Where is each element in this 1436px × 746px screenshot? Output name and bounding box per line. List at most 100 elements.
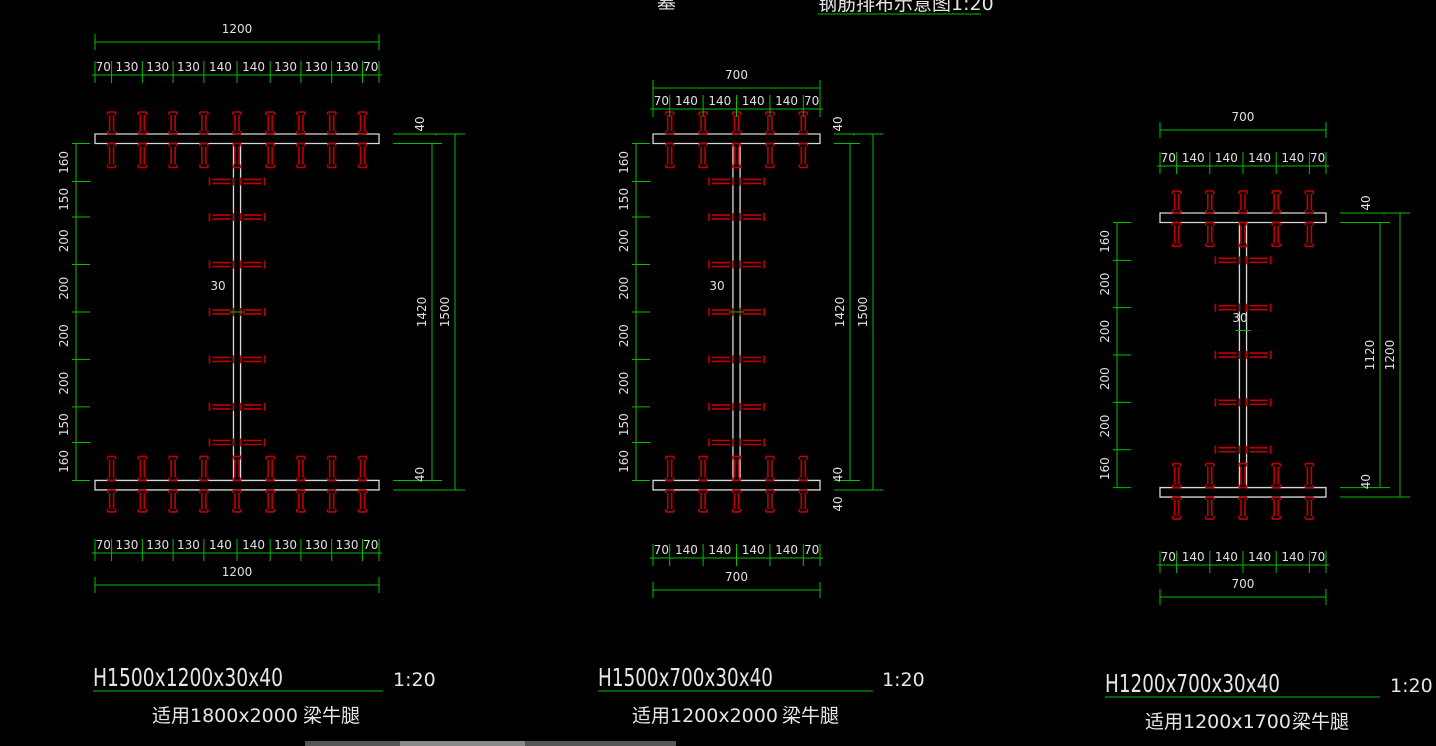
bottom-segment-label: 140 — [1215, 550, 1238, 564]
horizontal-scrollbar[interactable] — [305, 741, 676, 746]
scale-label: 1:20 — [882, 669, 925, 691]
left-segment-label: 150 — [617, 413, 631, 436]
header-fragment: 墓 钢筋排布示意图1:20 — [657, 0, 994, 15]
shear-stud — [798, 489, 809, 513]
web-shear-stud — [239, 307, 266, 316]
section-title: H1500x700x30x40 — [598, 663, 773, 692]
shear-stud — [296, 489, 306, 513]
shear-stud — [137, 455, 148, 482]
shear-stud — [106, 142, 117, 169]
top-segment-label: 140 — [742, 94, 765, 108]
left-segment-label: 200 — [617, 229, 631, 252]
shear-stud — [1238, 221, 1248, 248]
left-segment-label: 150 — [617, 188, 631, 211]
bottom-segment-label: 130 — [274, 538, 297, 552]
top-segment-label: 140 — [1248, 151, 1271, 165]
top-segment-label: 130 — [146, 60, 169, 74]
bottom-segment-label: 130 — [177, 538, 200, 552]
scale-label: 1:20 — [393, 669, 436, 691]
total-dim-label: 1200 — [1383, 340, 1397, 371]
web-shear-stud — [239, 260, 266, 269]
bottom-segment-label: 70 — [96, 538, 111, 552]
total-dim-label: 1500 — [438, 297, 452, 328]
web-shear-stud — [208, 355, 235, 364]
flange-top-dim-label: 40 — [831, 116, 845, 131]
shear-stud — [357, 489, 368, 513]
web-shear-stud — [208, 260, 235, 269]
top-segment-label: 140 — [675, 94, 698, 108]
shear-stud — [265, 142, 275, 169]
bottom-segment-label: 140 — [708, 543, 731, 557]
shear-stud — [1204, 462, 1215, 489]
top-segment-label: 130 — [116, 60, 139, 74]
shear-stud — [765, 455, 775, 482]
web-thickness-label: 30 — [210, 279, 225, 293]
left-segment-label: 200 — [57, 324, 71, 347]
left-segment-label: 200 — [1098, 273, 1112, 296]
web-shear-stud — [739, 438, 765, 447]
bottom-total-dim-label: 700 — [725, 570, 748, 584]
web-shear-stud — [208, 402, 235, 411]
left-segment-label: 200 — [1098, 320, 1112, 343]
shear-stud — [698, 455, 708, 482]
bottom-total-dim-label: 700 — [1232, 577, 1255, 591]
h-beam-outline — [1159, 212, 1327, 498]
bottom-segment-label: 140 — [675, 543, 698, 557]
left-segment-label: 160 — [57, 450, 71, 473]
left-segment-label: 160 — [617, 450, 631, 473]
top-segment-label: 140 — [708, 94, 731, 108]
bottom-segment-label: 140 — [242, 538, 265, 552]
web-shear-stud — [739, 402, 765, 411]
top-segment-label: 140 — [1215, 151, 1238, 165]
shear-stud — [357, 142, 368, 169]
left-segment-label: 200 — [1098, 367, 1112, 390]
web-shear-stud — [739, 177, 765, 186]
shear-stud — [357, 455, 368, 482]
shear-stud — [1271, 496, 1281, 520]
web-thickness-label: 30 — [1232, 311, 1247, 325]
shear-stud — [106, 455, 117, 482]
web-shear-stud — [1214, 398, 1241, 407]
shear-stud — [798, 455, 809, 482]
flange-bottom-dim-label: 40 — [413, 467, 427, 482]
shear-stud — [664, 489, 675, 513]
applicability-note: 适用1800x2000 — [152, 705, 298, 727]
bottom-segment-label: 70 — [804, 543, 819, 557]
shear-stud — [1204, 190, 1215, 214]
bottom-segment-label: 140 — [742, 543, 765, 557]
web-shear-stud — [208, 213, 235, 222]
top-segment-label: 130 — [305, 60, 328, 74]
scrollbar-thumb[interactable] — [400, 741, 525, 746]
shear-stud — [265, 455, 275, 482]
shear-stud — [731, 455, 742, 482]
shear-stud — [296, 111, 306, 135]
left-segment-label: 160 — [57, 151, 71, 174]
shear-stud — [731, 489, 742, 513]
web-shear-stud — [1214, 256, 1241, 265]
top-segment-label: 130 — [336, 60, 359, 74]
bottom-segment-label: 70 — [363, 538, 378, 552]
shear-stud — [137, 489, 148, 513]
shear-stud — [765, 489, 775, 513]
left-segment-label: 200 — [617, 324, 631, 347]
shear-stud — [137, 142, 148, 169]
shear-stud — [199, 142, 209, 169]
web-shear-stud — [1214, 351, 1241, 360]
shear-stud — [137, 111, 148, 135]
shear-stud — [1238, 462, 1248, 489]
flange-top-dim-label: 40 — [413, 116, 427, 131]
flange-top-dim-label: 40 — [1359, 195, 1373, 210]
web-shear-stud — [708, 438, 734, 447]
web-shear-stud — [208, 438, 235, 447]
inner-dim-label: 1420 — [415, 297, 429, 328]
web-shear-stud — [739, 355, 765, 364]
shear-stud — [731, 142, 742, 169]
web-shear-stud — [239, 402, 266, 411]
shear-stud — [326, 111, 337, 135]
top-segment-label: 130 — [274, 60, 297, 74]
shear-stud — [1238, 496, 1248, 520]
top-segment-label: 140 — [775, 94, 798, 108]
section-title: H1500x1200x30x40 — [93, 663, 283, 692]
top-segment-label: 70 — [804, 94, 819, 108]
